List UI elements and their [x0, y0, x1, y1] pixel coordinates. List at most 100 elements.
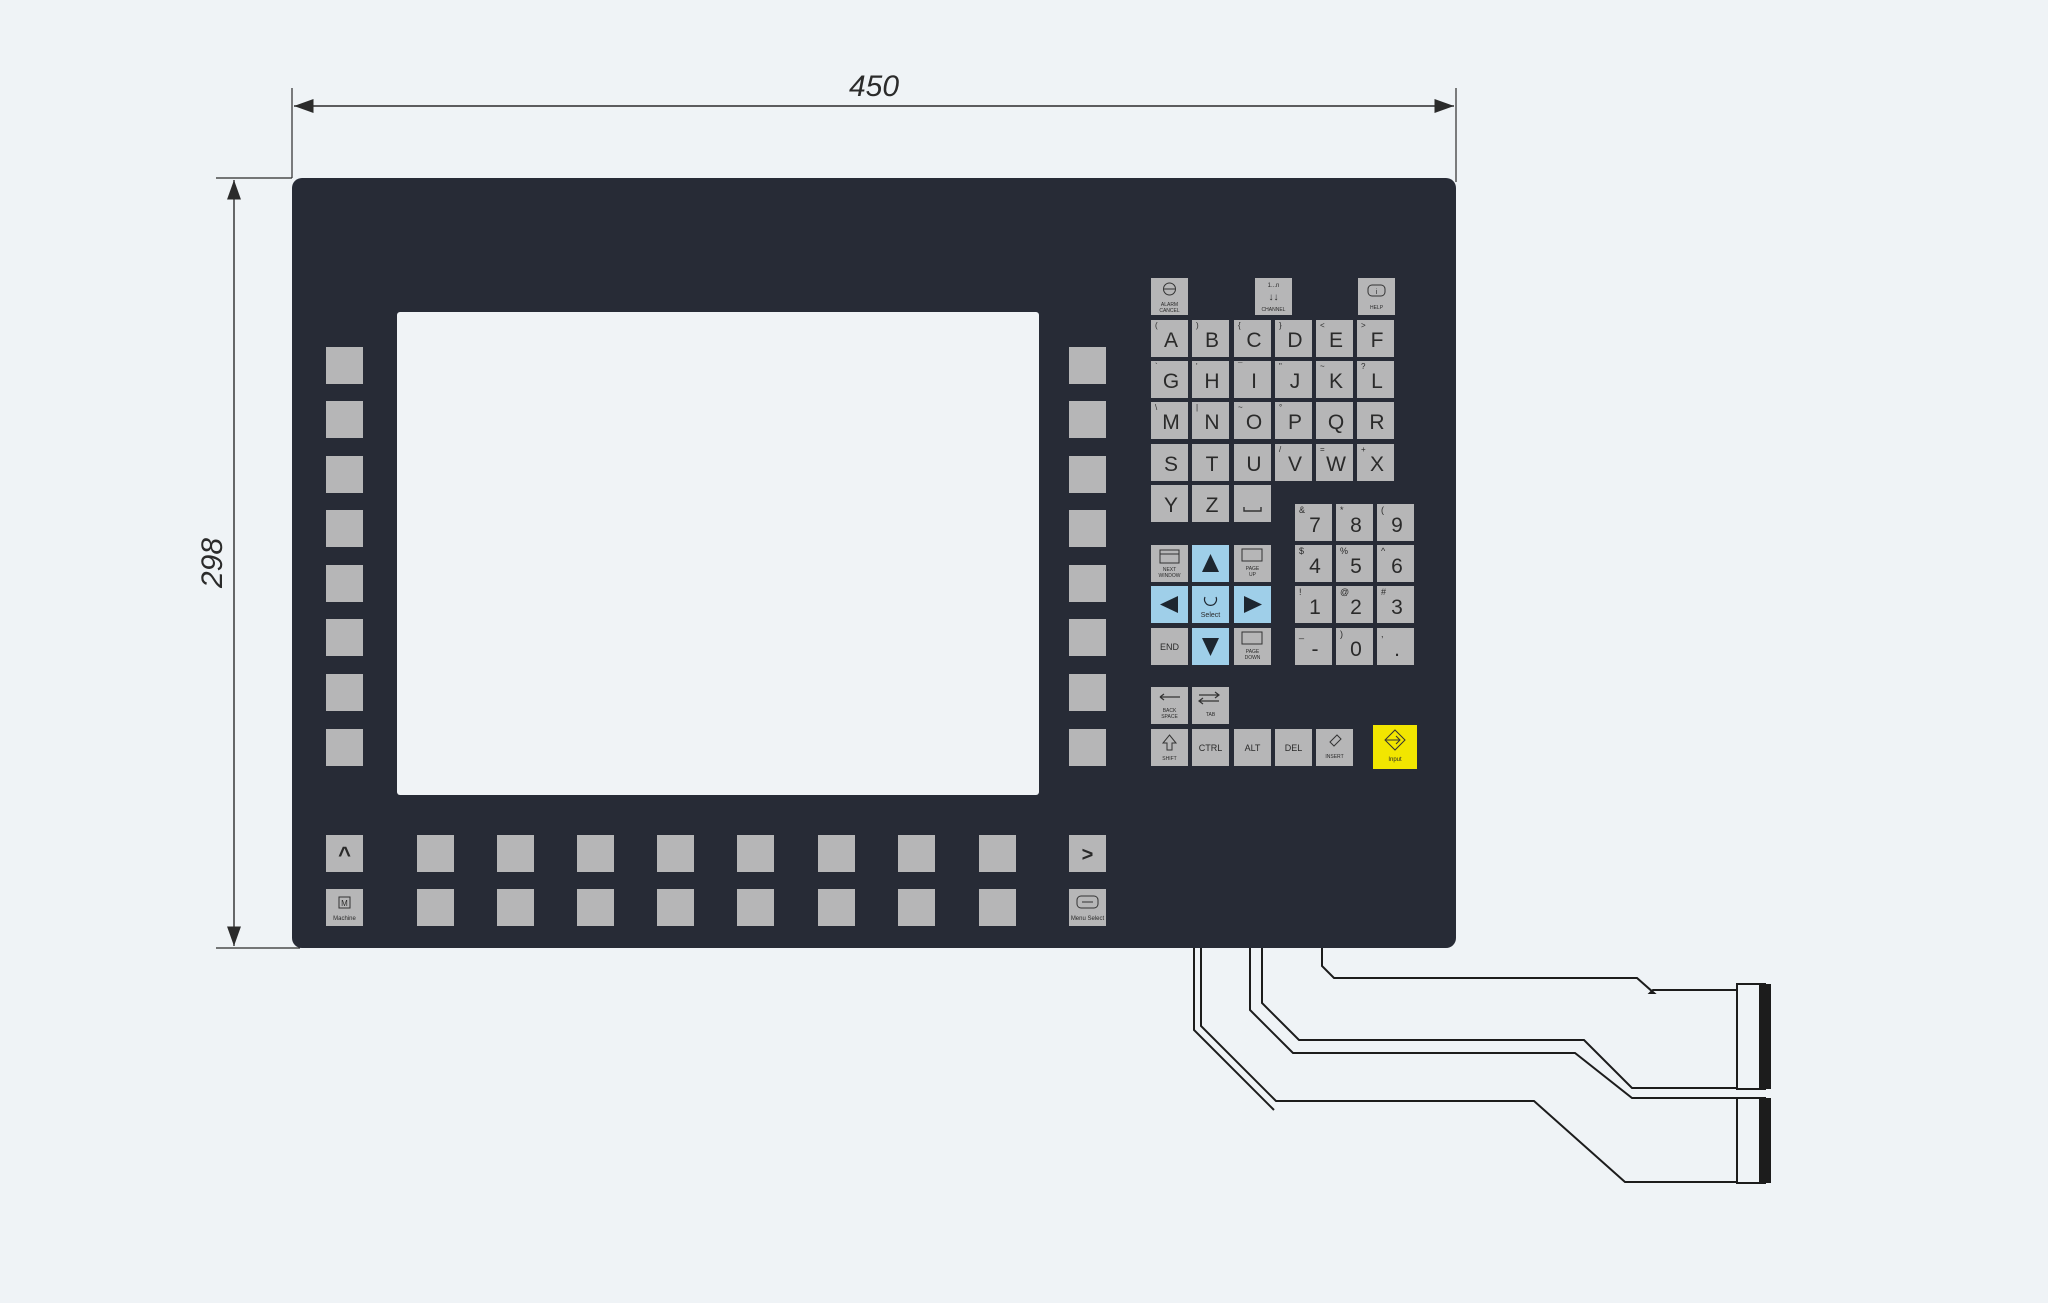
key-num-1[interactable]: !1 [1295, 586, 1332, 623]
key-x[interactable]: +X [1357, 444, 1394, 481]
softkey-right-5[interactable] [1069, 565, 1106, 602]
key-k[interactable]: ~K [1316, 361, 1353, 398]
key-space[interactable] [1234, 485, 1271, 522]
key-f[interactable]: >F [1357, 320, 1394, 357]
key-w[interactable]: =W [1316, 444, 1353, 481]
softkey-right-6[interactable] [1069, 619, 1106, 656]
softkey-bottom-top-8[interactable] [979, 835, 1016, 872]
insert-key[interactable]: INSERT [1316, 729, 1353, 766]
softkey-bottom-8[interactable] [979, 889, 1016, 926]
key-num-3[interactable]: #3 [1377, 586, 1414, 623]
softkey-left-5[interactable] [326, 565, 363, 602]
cursor-down-key[interactable] [1192, 628, 1229, 665]
alt-key[interactable]: ALT [1234, 729, 1271, 766]
softkey-bottom-top-6[interactable] [818, 835, 855, 872]
select-key[interactable]: Select [1192, 586, 1229, 623]
menu-select-key[interactable]: Menu Select [1069, 889, 1106, 926]
key-num-9[interactable]: (9 [1377, 504, 1414, 541]
key-q[interactable]: Q [1316, 402, 1353, 439]
key-num-6[interactable]: ^6 [1377, 545, 1414, 582]
key-j[interactable]: "J [1275, 361, 1312, 398]
key-num-8[interactable]: *8 [1336, 504, 1373, 541]
key-h[interactable]: 'H [1192, 361, 1229, 398]
recall-up-key[interactable]: ^ [326, 835, 363, 872]
key-l[interactable]: ?L [1357, 361, 1394, 398]
key-y[interactable]: Y [1151, 485, 1188, 522]
softkey-left-1[interactable] [326, 347, 363, 384]
key-num-2[interactable]: @2 [1336, 586, 1373, 623]
key-c[interactable]: {C [1234, 320, 1271, 357]
softkey-bottom-top-2[interactable] [497, 835, 534, 872]
key-d[interactable]: }D [1275, 320, 1312, 357]
softkey-right-8[interactable] [1069, 729, 1106, 766]
softkey-bottom-3[interactable] [577, 889, 614, 926]
softkey-left-4[interactable] [326, 510, 363, 547]
cursor-left-key[interactable] [1151, 586, 1188, 623]
key-s[interactable]: S [1151, 444, 1188, 481]
cursor-up-key[interactable] [1192, 545, 1229, 582]
softkey-right-1[interactable] [1069, 347, 1106, 384]
softkey-bottom-top-1[interactable] [417, 835, 454, 872]
softkey-bottom-top-3[interactable] [577, 835, 614, 872]
softkey-right-4[interactable] [1069, 510, 1106, 547]
key-z[interactable]: Z [1192, 485, 1229, 522]
tab-key[interactable]: TAB [1192, 687, 1229, 724]
key-num-7[interactable]: &7 [1295, 504, 1332, 541]
key-num-5[interactable]: %5 [1336, 545, 1373, 582]
key-m[interactable]: \M [1151, 402, 1188, 439]
key-a[interactable]: (A [1151, 320, 1188, 357]
key-o[interactable]: ~O [1234, 402, 1271, 439]
softkey-bottom-1[interactable] [417, 889, 454, 926]
key-num-dot[interactable]: ,. [1377, 628, 1414, 665]
key-num-minus[interactable]: _- [1295, 628, 1332, 665]
softkey-bottom-7[interactable] [898, 889, 935, 926]
arrow-right-icon [1244, 596, 1262, 613]
key-g[interactable]: `G [1151, 361, 1188, 398]
key-channel[interactable]: 1...n↓↓CHANNEL [1255, 278, 1292, 315]
key-num-0[interactable]: )0 [1336, 628, 1373, 665]
del-key[interactable]: DEL [1275, 729, 1312, 766]
softkey-bottom-top-4[interactable] [657, 835, 694, 872]
key-sub-label: ° [1279, 403, 1282, 412]
softkey-bottom-top-7[interactable] [898, 835, 935, 872]
softkey-right-2[interactable] [1069, 401, 1106, 438]
softkey-left-8[interactable] [326, 729, 363, 766]
softkey-right-3[interactable] [1069, 456, 1106, 493]
key-p[interactable]: °P [1275, 402, 1312, 439]
softkey-bottom-4[interactable] [657, 889, 694, 926]
input-key[interactable]: Input [1373, 725, 1417, 769]
softkey-bottom-2[interactable] [497, 889, 534, 926]
key-n[interactable]: |N [1192, 402, 1229, 439]
key-main-label: 0 [1350, 638, 1362, 661]
key-u[interactable]: U [1234, 444, 1271, 481]
softkey-left-3[interactable] [326, 456, 363, 493]
softkey-left-2[interactable] [326, 401, 363, 438]
softkey-left-7[interactable] [326, 674, 363, 711]
key-b[interactable]: )B [1192, 320, 1229, 357]
softkey-bottom-6[interactable] [818, 889, 855, 926]
key-num-4[interactable]: $4 [1295, 545, 1332, 582]
extend-right-key[interactable]: > [1069, 835, 1106, 872]
softkey-right-7[interactable] [1069, 674, 1106, 711]
key-t[interactable]: T [1192, 444, 1229, 481]
key-r[interactable]: R [1357, 402, 1394, 439]
cursor-right-key[interactable] [1234, 586, 1271, 623]
end-key[interactable]: END [1151, 628, 1188, 665]
softkey-bottom-top-5[interactable] [737, 835, 774, 872]
key-i[interactable]: ¯I [1234, 361, 1271, 398]
machine-icon [338, 896, 351, 909]
key-v[interactable]: /V [1275, 444, 1312, 481]
softkey-left-6[interactable] [326, 619, 363, 656]
shift-key[interactable]: SHIFT [1151, 729, 1188, 766]
key-e[interactable]: <E [1316, 320, 1353, 357]
ctrl-key[interactable]: CTRL [1192, 729, 1229, 766]
softkey-bottom-5[interactable] [737, 889, 774, 926]
alarm-label-line2: CANCEL [1159, 308, 1180, 314]
